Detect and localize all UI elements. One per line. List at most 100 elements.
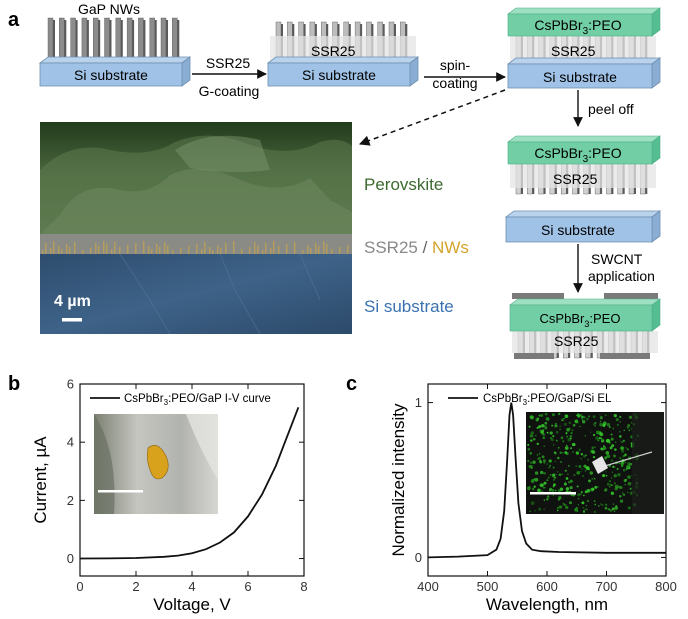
el-emission-spot [570,494,573,497]
chart-c-ylabel: Normalized intensity [389,403,408,557]
el-emission-spot [600,447,604,451]
perovskite-label-6: CsPbBr3:PEO [540,311,621,329]
el-emission-spot [554,489,557,492]
nanowire-shade [109,20,112,60]
sem-nanowire [204,242,206,254]
sem-nanowire [111,249,113,254]
el-emission-spot [613,510,616,512]
sem-nanowire [254,242,256,254]
el-emission-spot [554,424,558,428]
chart-b-ylabel: Current, µA [31,436,50,524]
el-emission-spot [546,479,549,482]
el-emission-spot [579,425,581,428]
el-emission-spot [564,451,568,454]
sem-label-perovskite: Perovskite [364,175,443,194]
el-emission-spot [562,440,565,443]
el-emission-spot [555,423,557,425]
el-emission-spot [627,491,629,494]
sem-nanowire [339,247,341,254]
el-emission-spot [581,419,586,424]
swcnt-electrode-bottom-left [514,353,554,359]
y-tick-label: 0 [67,551,74,566]
el-emission-spot [612,427,615,430]
nanowire [126,17,133,61]
el-emission-spot [626,426,630,429]
el-emission-spot [623,479,627,483]
sem-nanowire [326,244,328,254]
el-emission-spot [551,424,554,427]
nanowire [172,17,178,61]
sem-nanowire [103,241,105,254]
el-emission-spot [600,503,602,505]
el-emission-spot [574,507,578,512]
el-emission-spot [559,425,561,427]
el-emission-spot [610,459,614,462]
el-emission-spot [565,444,568,447]
el-emission-spot [586,508,588,511]
chart-b-inset-photo [94,414,218,514]
el-emission-spot [548,459,552,463]
el-emission-spot [550,438,554,442]
sem-nanowire [323,241,325,254]
sem-nanowire [315,243,317,254]
sem-nanowire [42,250,44,254]
el-emission-spot [529,434,534,438]
el-emission-spot [537,488,541,493]
el-emission-spot [569,434,573,438]
sem-nanowire [212,250,214,254]
el-emission-spot [606,422,611,427]
el-emission-spot [620,464,624,467]
arrow1-label-bottom: G-coating [199,83,260,99]
sem-nanowire [180,248,182,254]
dashed-link-to-sem [359,89,506,146]
el-emission-spot [606,453,609,456]
el-emission-spot [541,455,545,459]
si-substrate-block-3 [506,57,662,89]
el-emission-spot [536,442,539,446]
el-emission-spot [594,424,597,427]
sem-nanowire [273,241,275,254]
el-emission-spot [584,435,587,437]
el-emission-spot [573,474,576,476]
el-emission-spot [585,505,588,507]
el-emission-spot [528,486,531,489]
el-emission-spot [581,501,585,505]
el-emission-spot [565,432,568,435]
el-emission-spot [560,436,564,440]
el-emission-spot [613,414,617,418]
el-emission-spot [559,487,564,491]
el-emission-spot [610,491,615,495]
panel-label-a: a [8,9,20,31]
el-emission-spot [618,485,622,489]
sem-nanowire [310,248,312,254]
el-emission-spot [611,507,615,511]
el-emission-spot [566,435,569,438]
el-emission-spot [599,416,603,420]
el-emission-spot [575,465,578,468]
el-emission-spot [552,444,555,446]
el-emission-spot [595,436,599,440]
sem-nanowire [188,246,190,254]
el-emission-spot [543,445,545,448]
el-emission-spot [536,454,538,456]
el-emission-spot [552,434,555,438]
el-emission-spot [542,429,545,431]
chart-c-legend-label: CsPbBr3:PEO/GaP/Si EL [483,393,612,407]
el-emission-spot [527,443,530,446]
sem-nanowire [225,243,227,254]
el-emission-spot [584,470,587,472]
el-emission-spot [593,433,596,437]
sem-nanowire [148,246,150,254]
el-emission-spot [569,485,573,490]
el-emission-spot [626,448,629,451]
si-substrate-label-2: Si substrate [302,67,376,83]
sem-nanowire [286,244,288,254]
el-emission-spot [616,468,619,470]
el-emission-spot [627,475,631,479]
el-emission-spot [583,454,587,458]
el-emission-spot [552,483,556,487]
el-emission-spot [543,508,545,511]
stage-peeled-membrane: CsPbBr3:PEO SSR25 [507,135,661,195]
stage-gap-nws: GaP NWs Si substrate [38,1,192,87]
x-tick-label: 600 [536,579,558,594]
